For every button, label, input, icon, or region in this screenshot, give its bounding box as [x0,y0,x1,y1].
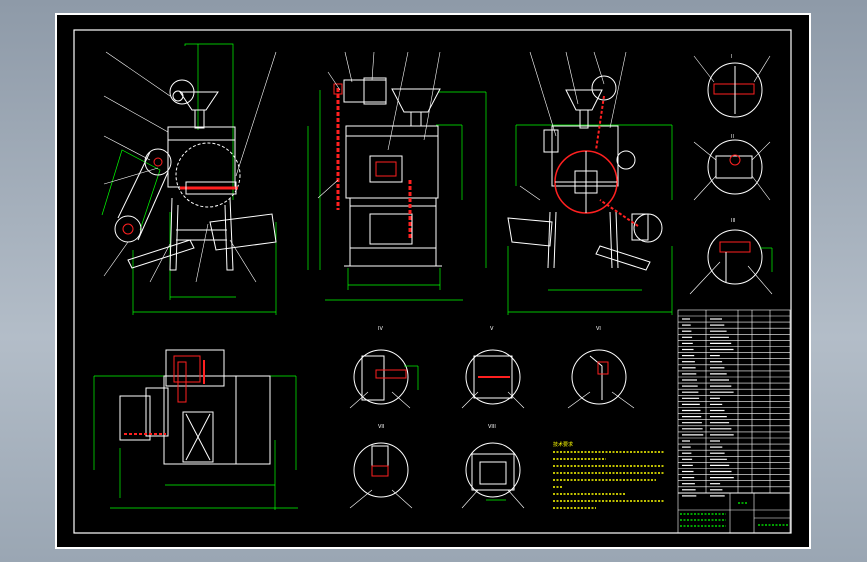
detail-labels: I II III IV V VI VII VIII [378,54,735,430]
notes-title: 技术要求 [553,441,573,448]
rear-view [507,51,673,315]
front-view [101,43,277,315]
detail-label-5: V [490,326,494,332]
detail-label-8: VIII [488,424,496,430]
detail-label-2: II [731,134,734,140]
side-view [307,51,487,301]
parts-list [677,309,791,534]
detail-label-1: I [731,54,732,60]
detail-label-4: IV [378,326,383,332]
detail-views [349,55,773,509]
drawing-frame [73,29,792,534]
detail-label-3: III [731,218,735,224]
technical-notes: 技术要求 [553,441,664,509]
top-view [93,349,298,510]
detail-label-6: VI [596,326,601,332]
detail-label-7: VII [378,424,384,430]
